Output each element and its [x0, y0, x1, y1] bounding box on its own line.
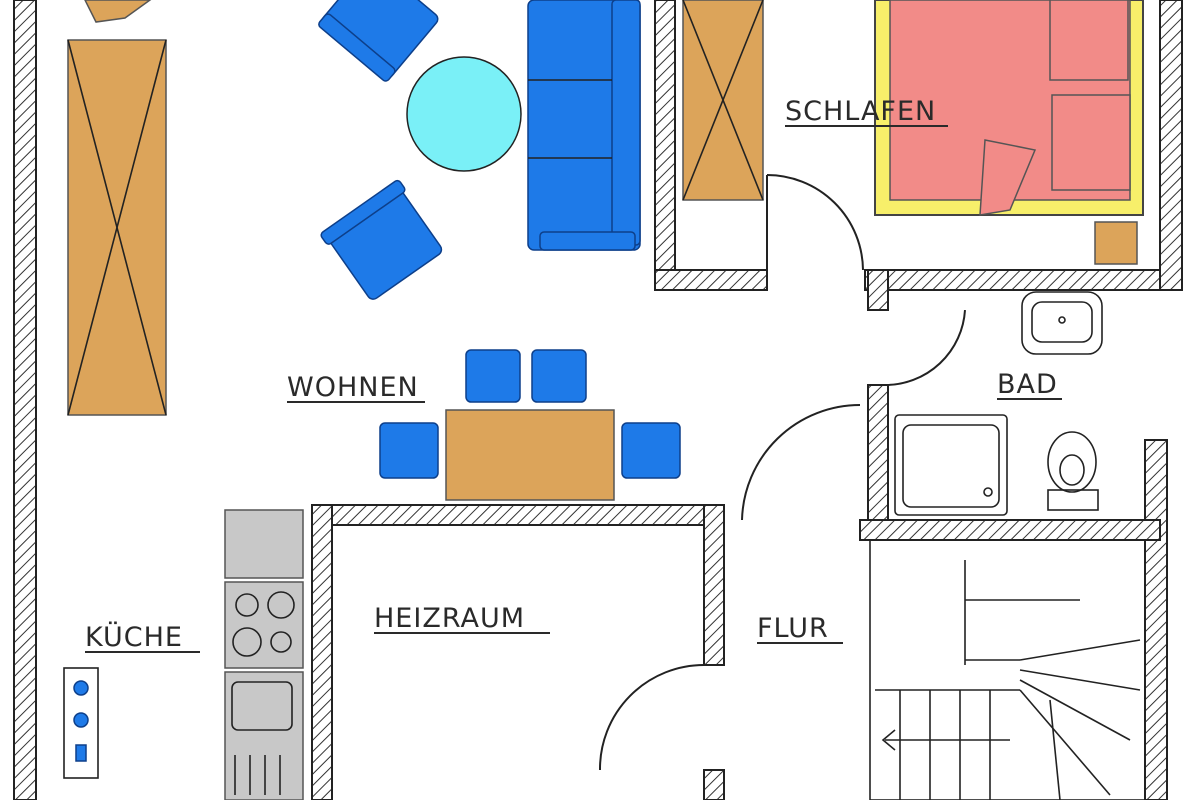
stair-tread-5	[1049, 699, 1061, 800]
toilet-seat	[1059, 454, 1085, 486]
sink-drain	[1058, 316, 1066, 324]
coffee-table	[406, 56, 522, 172]
stair-arrow-head	[881, 729, 896, 751]
wall-bath-left-top	[867, 269, 889, 311]
toilet-tank	[1047, 489, 1099, 511]
burner-4	[270, 631, 292, 653]
shower-tray	[894, 414, 1008, 516]
stair-step-4	[1019, 639, 1141, 661]
kitchen-sink	[224, 671, 304, 800]
walls	[13, 0, 1183, 800]
heizraum-door-swing	[598, 664, 705, 771]
doors	[598, 174, 966, 771]
kitchen-fridge	[224, 509, 304, 579]
chair-top-1	[465, 349, 521, 403]
wall-heizraum-top	[311, 504, 725, 526]
side-table-top	[84, 0, 152, 23]
bad-fixtures	[894, 291, 1103, 516]
wall-bedroom-bottom-right	[864, 269, 1161, 291]
armchair-bottom	[320, 179, 443, 300]
wall-bedroom-bottom-left	[654, 269, 768, 291]
shower-inner	[902, 424, 1000, 508]
stairs	[869, 539, 1146, 800]
stairs-outline	[869, 539, 1146, 800]
burner-2	[267, 591, 295, 619]
wohnen-furniture	[67, 0, 681, 501]
sink	[1021, 291, 1103, 355]
dining-table	[445, 409, 615, 501]
kitchen-panel	[63, 667, 99, 779]
outer-wall-left	[13, 0, 37, 800]
cabinet-left-cross-b	[67, 39, 167, 416]
sofa-back	[611, 0, 641, 246]
bedroom-door-swing	[766, 174, 864, 271]
label-wohnen: WOHNEN	[287, 372, 419, 403]
burner-1	[235, 593, 259, 617]
kueche-fixtures	[63, 509, 304, 800]
wall-heizraum-left	[311, 504, 333, 800]
stair-step-5	[1019, 669, 1141, 691]
label-heizraum: HEIZRAUM	[374, 603, 525, 634]
chair-top-2	[531, 349, 587, 403]
pillow-2	[1051, 94, 1131, 191]
blanket-fold	[979, 139, 1037, 216]
stair-step-7	[1019, 689, 1111, 796]
panel-knob-2	[73, 712, 89, 728]
chair-left	[379, 422, 439, 479]
burner-3	[232, 627, 262, 657]
panel-knob-1	[73, 680, 89, 696]
living-door-swing	[741, 404, 861, 521]
shower-drain	[983, 487, 993, 497]
label-schlafen: SCHLAFEN	[785, 96, 936, 127]
room-labels: WOHNEN SCHLAFEN BAD KÜCHE HEIZRAUM FLUR	[85, 96, 1062, 653]
nightstand	[1094, 221, 1138, 265]
sink-basin	[1031, 301, 1093, 343]
kitchen-stove	[224, 581, 304, 669]
wardrobe-cross-b	[682, 0, 764, 201]
wall-heizraum-right-top	[703, 504, 725, 666]
label-kueche: KÜCHE	[85, 621, 183, 653]
pillow-1	[1049, 0, 1129, 81]
label-bad: BAD	[997, 369, 1058, 400]
sofa-base	[539, 231, 636, 251]
kitchen-sink-basin	[231, 681, 293, 731]
wall-bath-left-bottom	[867, 384, 889, 541]
toilet-bowl	[1047, 431, 1097, 493]
wall-bedroom-left	[654, 0, 676, 291]
outer-wall-right	[1159, 0, 1183, 291]
bath-door-swing	[884, 309, 966, 387]
stair-step-6	[1019, 679, 1131, 741]
wall-heizraum-right-bottom	[703, 769, 725, 800]
panel-switch	[75, 744, 87, 762]
armchair-top	[318, 0, 439, 82]
label-flur: FLUR	[757, 613, 829, 644]
schlafen-furniture	[682, 0, 1144, 265]
outer-wall-right-lower	[1144, 439, 1168, 800]
chair-right	[621, 422, 681, 479]
wall-bath-bottom	[859, 519, 1161, 541]
